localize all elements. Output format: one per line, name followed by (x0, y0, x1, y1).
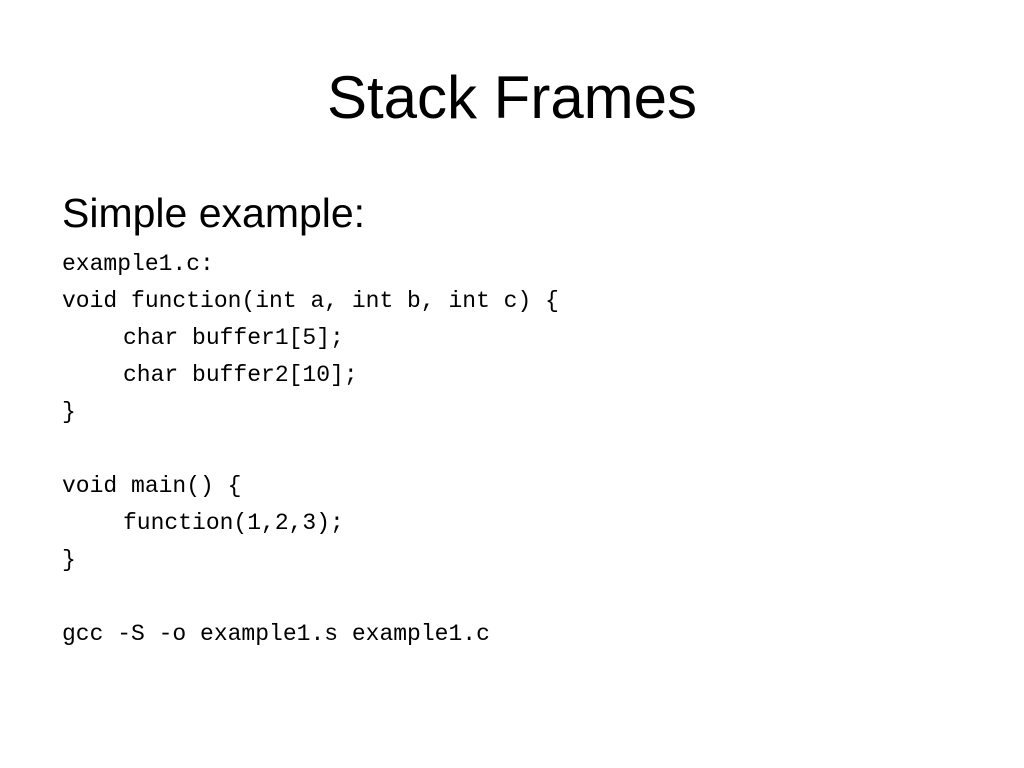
code-line-blank (62, 431, 982, 468)
code-line-function-call: function(1,2,3); (123, 510, 344, 536)
slide-title: Stack Frames (326, 64, 698, 131)
code-line-buffer2-declaration: char buffer2[10]; (123, 362, 358, 388)
code-line-main-signature: void main() { (62, 473, 242, 499)
code-line-blank (62, 579, 982, 616)
code-line-function-close-brace: } (62, 399, 76, 425)
code-line-gcc-command: gcc -S -o example1.s example1.c (62, 621, 490, 647)
slide-subtitle: Simple example: (62, 190, 366, 236)
code-filename: example1.c: (62, 251, 214, 277)
code-line-buffer1-declaration: char buffer1[5]; (123, 325, 344, 351)
code-line-main-close-brace: } (62, 547, 76, 573)
code-line-function-signature: void function(int a, int b, int c) { (62, 288, 559, 314)
code-block: example1.c: void function(int a, int b, … (62, 246, 982, 653)
